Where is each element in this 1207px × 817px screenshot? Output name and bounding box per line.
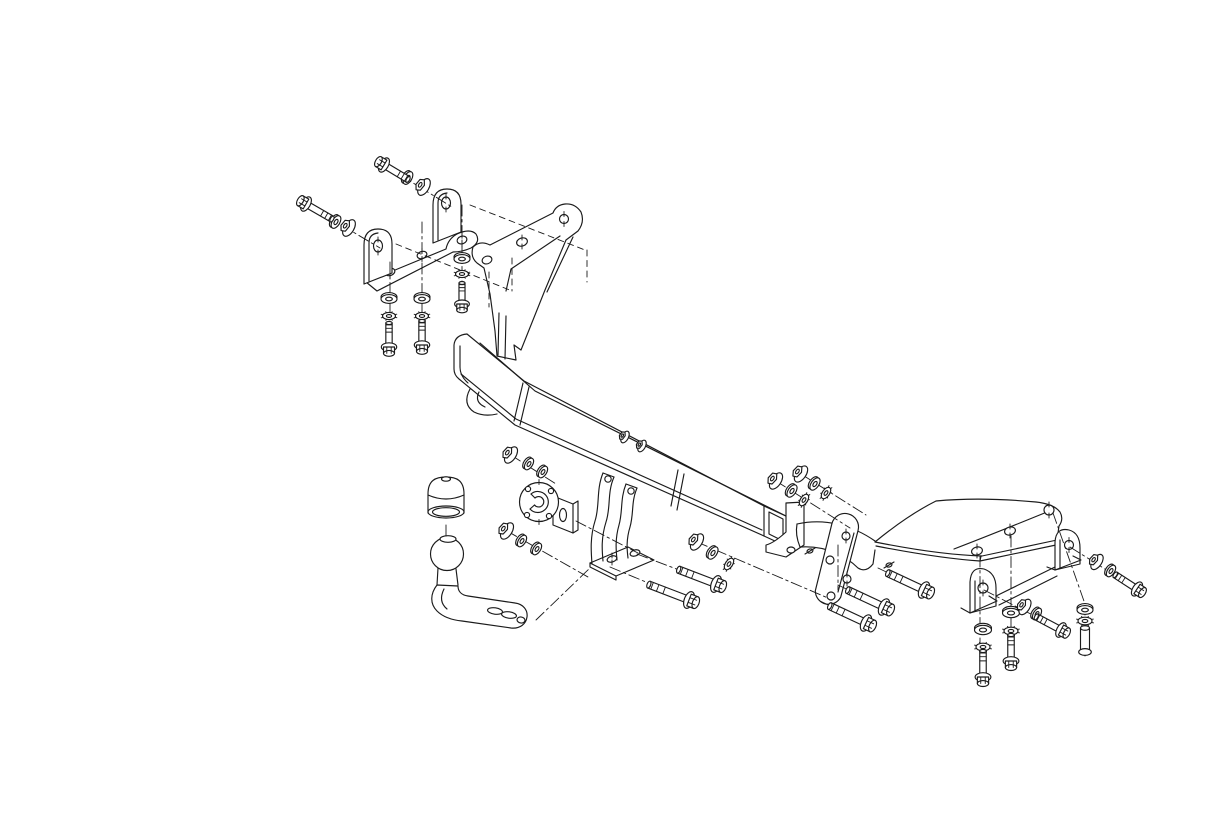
centerline — [696, 541, 829, 599]
lock-washer — [1002, 625, 1020, 637]
flat-washer — [973, 622, 993, 636]
parts-layer — [363, 188, 1082, 629]
hex-bolt — [295, 195, 335, 223]
hex-bolt — [1112, 571, 1147, 599]
lock-washer — [797, 492, 811, 508]
center-gusset-bracket — [471, 203, 584, 361]
hex-bolt — [884, 569, 936, 600]
flat-washer — [380, 292, 398, 304]
hex-bolt — [1033, 613, 1072, 639]
centerline — [1052, 512, 1086, 605]
hex-bolt — [454, 280, 470, 314]
towball-cover — [427, 476, 465, 519]
towball — [429, 535, 465, 586]
centerline — [510, 454, 557, 485]
flat-washer — [413, 292, 431, 304]
lock-washer — [1076, 615, 1094, 627]
plate-rail — [960, 528, 1082, 614]
centerline — [575, 520, 639, 554]
flat-washer — [515, 533, 528, 548]
lock-washer — [974, 641, 992, 653]
hex-flange-nut — [767, 472, 784, 490]
lock-washer — [453, 269, 471, 279]
right-mount-plate — [874, 498, 1063, 562]
towball-arm — [431, 584, 528, 629]
stadium-link-plate — [814, 512, 860, 605]
flat-washer — [1076, 603, 1094, 615]
hex-flange-nut — [618, 430, 630, 444]
flat-washer — [536, 464, 549, 479]
hex-bolt — [373, 156, 411, 183]
lock-washer — [380, 311, 398, 321]
hex-flange-nut — [498, 522, 515, 540]
hex-bolt — [413, 318, 431, 355]
hex-flange-nut — [635, 439, 647, 453]
hex-flange-nut — [1016, 598, 1032, 616]
flat-washer — [784, 483, 798, 498]
ball-mount-bracket — [589, 472, 655, 581]
hex-bolt — [380, 320, 398, 357]
hex-flange-nut — [415, 178, 431, 196]
centerline — [800, 473, 867, 516]
beam-end-hanger-bracket — [765, 501, 805, 558]
flat-washer — [453, 252, 471, 264]
socket-plate — [518, 479, 560, 525]
assembly-guide-lines — [305, 164, 1133, 683]
threaded-stud — [1078, 625, 1092, 656]
hex-bolt — [675, 565, 728, 594]
lock-washer — [819, 485, 833, 501]
hex-flange-nut — [1088, 553, 1104, 571]
centerline — [1069, 546, 1133, 587]
hex-bolt — [1002, 632, 1020, 672]
hex-bolt — [646, 580, 701, 610]
phantom-line — [395, 243, 513, 292]
centerline — [535, 567, 591, 621]
centerline — [383, 164, 453, 208]
flat-washer — [530, 541, 543, 556]
hex-flange-nut — [502, 446, 519, 464]
lock-washer — [722, 556, 736, 572]
flat-washer — [807, 476, 821, 491]
hex-flange-nut — [688, 533, 705, 551]
hex-bolt — [844, 586, 896, 617]
flat-washer — [1001, 605, 1021, 619]
screw-symbols — [804, 547, 895, 569]
fasteners-layer — [295, 156, 1147, 688]
flat-washer — [522, 456, 535, 471]
hex-bolt — [974, 648, 992, 688]
hex-flange-nut — [340, 219, 356, 237]
phantom-line — [469, 204, 586, 251]
flat-washer — [705, 545, 719, 560]
hex-flange-nut — [792, 465, 809, 483]
hex-bolt — [826, 602, 878, 633]
